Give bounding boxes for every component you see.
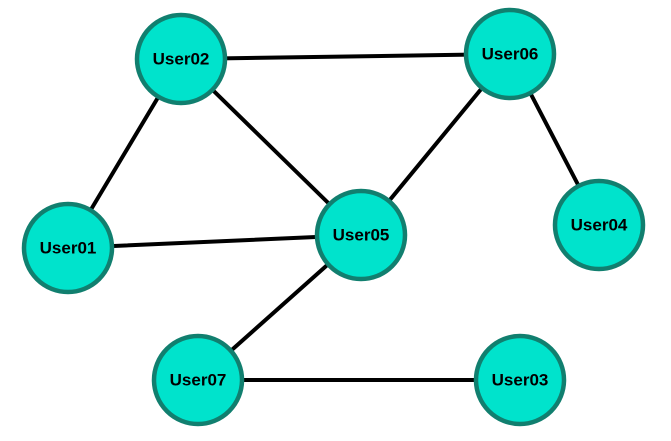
node-user04[interactable]: User04 bbox=[552, 178, 646, 272]
node-user06-label: User06 bbox=[482, 45, 539, 64]
node-user05-circle bbox=[314, 188, 408, 282]
node-user07-circle bbox=[151, 333, 245, 427]
node-user01[interactable]: User01 bbox=[21, 201, 115, 295]
node-user03-label: User03 bbox=[492, 371, 549, 390]
edge-user02-user06 bbox=[179, 52, 512, 61]
node-user05[interactable]: User05 bbox=[314, 188, 408, 282]
node-user03[interactable]: User03 bbox=[473, 333, 567, 427]
node-user02-label: User02 bbox=[153, 50, 210, 69]
node-user06[interactable]: User06 bbox=[463, 7, 557, 101]
nodes-layer: User01 User02 User03 User04 User05 User0… bbox=[21, 7, 646, 427]
node-user04-circle bbox=[552, 178, 646, 272]
node-user03-circle bbox=[473, 333, 567, 427]
node-user02-circle bbox=[134, 12, 228, 106]
node-user07[interactable]: User07 bbox=[151, 333, 245, 427]
node-user05-label: User05 bbox=[333, 226, 390, 245]
node-user04-label: User04 bbox=[571, 216, 628, 235]
node-user01-label: User01 bbox=[40, 239, 97, 258]
node-user01-circle bbox=[21, 201, 115, 295]
edge-user01-user05 bbox=[66, 233, 363, 250]
node-user02[interactable]: User02 bbox=[134, 12, 228, 106]
node-user06-circle bbox=[463, 7, 557, 101]
node-user07-label: User07 bbox=[170, 371, 227, 390]
